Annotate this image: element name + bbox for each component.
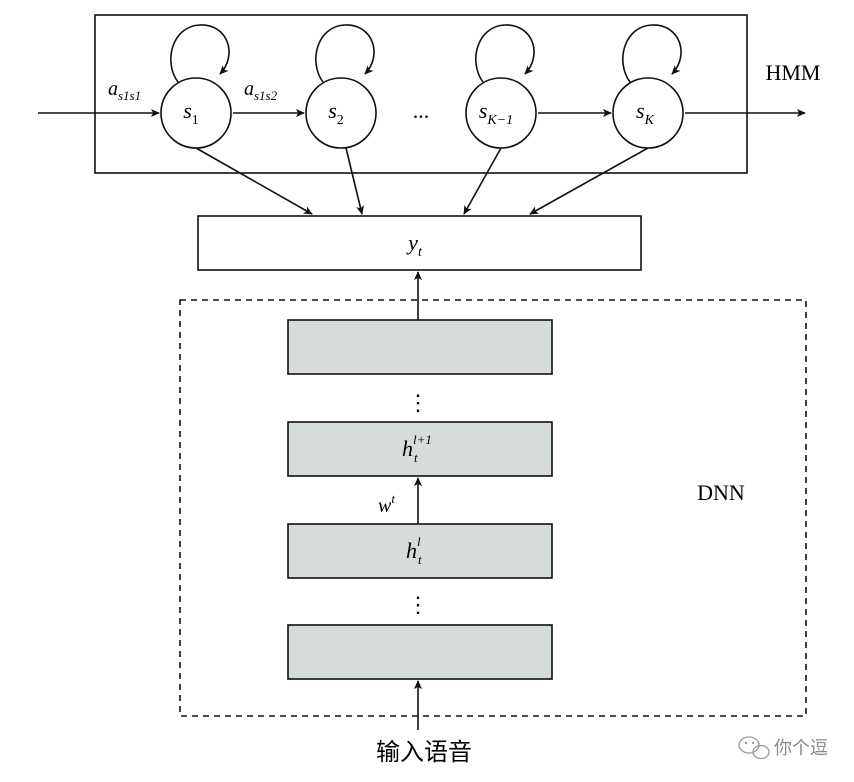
state-sk: sK [612, 77, 684, 149]
dnn-box [179, 299, 807, 717]
hmm-label: HMM [765, 60, 820, 85]
dnn-layer-h-l-plus-1 [287, 421, 553, 477]
self-loop-s2 [315, 24, 375, 83]
svg-text:sK: sK [636, 98, 655, 128]
vdots-upper: ⋮ [407, 390, 429, 415]
input-label: 输入语音 [376, 738, 472, 766]
state-s2: s2 [305, 77, 377, 149]
hmm-box [94, 14, 748, 174]
vdots-lower: ⋮ [407, 592, 429, 617]
dnn-layer-bottom [287, 624, 553, 680]
output-box [197, 215, 642, 271]
svg-text:sK−1: sK−1 [479, 98, 513, 128]
dnn-layer-top [287, 319, 553, 375]
output-label: yt [406, 230, 423, 260]
emission-sk1 [463, 147, 502, 215]
wechat-icon [738, 736, 770, 760]
svg-text:s2: s2 [328, 98, 344, 128]
dnn-label: DNN [697, 480, 745, 505]
transition-label-a-s1s2: as1s2 [244, 78, 278, 103]
weight-label: wt [378, 491, 395, 517]
watermark: 你个逗 [738, 736, 828, 760]
emission-sk [529, 147, 649, 215]
self-loop-s1 [170, 24, 230, 83]
emission-s2 [345, 147, 365, 215]
dnn-layer-h-l [287, 523, 553, 579]
transition-label-a-s1s1: as1s1 [108, 78, 141, 103]
state-sk-minus-1: sK−1 [465, 77, 537, 149]
state-ellipsis: ... [413, 98, 430, 123]
state-s1: s1 [160, 77, 232, 149]
svg-text:s1: s1 [183, 98, 199, 128]
emission-s1 [195, 147, 313, 215]
self-loop-sk1 [475, 24, 535, 83]
self-loop-sk [622, 24, 682, 83]
watermark-text: 你个逗 [774, 738, 828, 759]
